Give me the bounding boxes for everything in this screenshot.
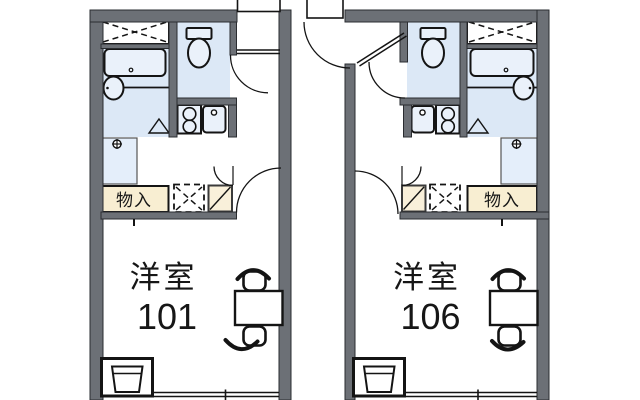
window bbox=[405, 389, 537, 400]
room-number: 101 bbox=[137, 296, 197, 337]
unit-101: 物入 bbox=[89, 0, 292, 400]
main-room-101: 洋室 101 bbox=[100, 260, 284, 400]
toilet-door-arc bbox=[368, 61, 406, 99]
fridge-space bbox=[173, 183, 205, 213]
fridge-space bbox=[429, 183, 461, 213]
storage-closet: 物入 bbox=[466, 185, 538, 213]
front-door-arc bbox=[303, 21, 351, 69]
chair-icon bbox=[490, 325, 526, 352]
room-number: 106 bbox=[400, 296, 460, 337]
toilet-door-arc bbox=[229, 54, 269, 94]
front-door-open-leaf bbox=[359, 35, 407, 67]
closet-icon bbox=[100, 19, 170, 45]
closet-door-arc bbox=[401, 166, 422, 187]
room-label: 洋室 bbox=[393, 260, 461, 295]
doors bbox=[213, 0, 282, 213]
room-door-arc bbox=[354, 170, 399, 215]
storage-label: 物入 bbox=[116, 191, 152, 210]
kitchen-sink-icon bbox=[202, 105, 227, 134]
room-label: 洋室 bbox=[130, 260, 198, 295]
bathtub-icon bbox=[103, 48, 167, 77]
stove-icon bbox=[435, 104, 461, 135]
washing-machine-icon bbox=[352, 357, 406, 398]
faucet-icon bbox=[112, 139, 122, 149]
room-door-arc bbox=[235, 167, 282, 213]
kitchen-sink-icon bbox=[410, 105, 435, 134]
unit-106: 物入 bbox=[303, 0, 550, 400]
door-swing-mark bbox=[466, 117, 490, 134]
main-room-106: 洋室 106 bbox=[352, 260, 539, 400]
entrance-tile bbox=[401, 184, 427, 213]
washbasin-icon bbox=[102, 75, 125, 101]
front-door-leaf bbox=[236, 0, 281, 13]
washing-machine-icon bbox=[100, 357, 154, 398]
front-door-open-leaf bbox=[356, 32, 405, 64]
closet-door-arc bbox=[213, 166, 234, 187]
walls bbox=[344, 9, 550, 400]
chair-icon bbox=[490, 268, 526, 292]
toilet-icon bbox=[419, 27, 447, 69]
table-icon bbox=[233, 289, 284, 327]
closet-icon bbox=[466, 19, 538, 45]
door-swing-mark bbox=[147, 117, 171, 134]
washer-pan bbox=[100, 137, 138, 185]
storage-label: 物入 bbox=[484, 191, 520, 210]
faucet-icon bbox=[511, 139, 522, 149]
washbasin-icon bbox=[512, 75, 535, 101]
bathtub-icon bbox=[469, 48, 535, 77]
toilet-icon bbox=[185, 27, 213, 69]
table-icon bbox=[488, 289, 539, 327]
front-door-leaf bbox=[306, 0, 344, 19]
doors bbox=[303, 0, 422, 215]
entrance-tile bbox=[207, 184, 233, 213]
chair-icon bbox=[223, 325, 267, 352]
stove-icon bbox=[176, 104, 202, 135]
chair-icon bbox=[235, 268, 271, 292]
window bbox=[153, 389, 279, 400]
storage-closet: 物入 bbox=[98, 185, 170, 213]
